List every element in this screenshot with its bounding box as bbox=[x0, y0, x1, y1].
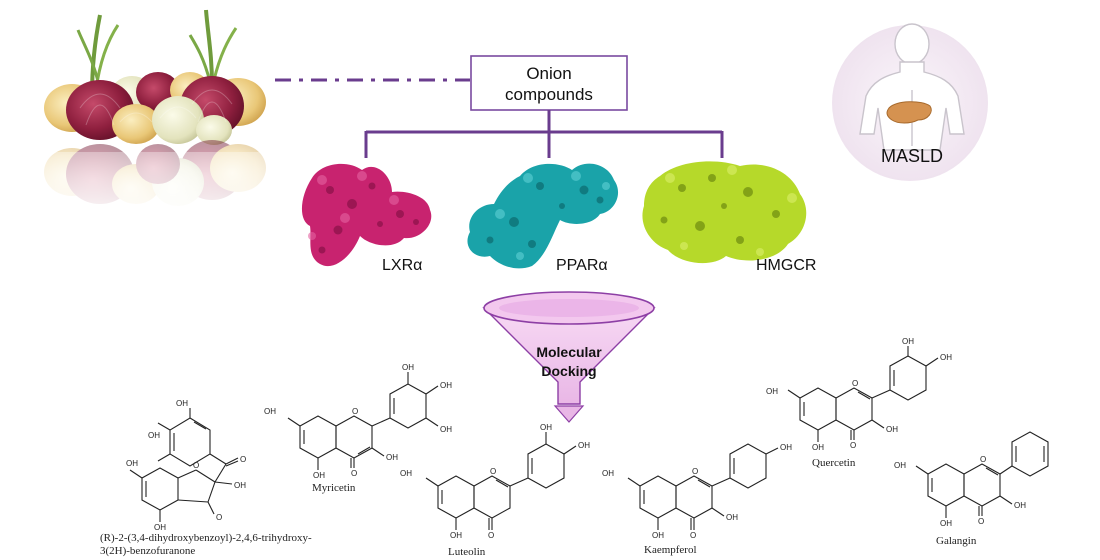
svg-text:OH: OH bbox=[780, 443, 792, 452]
svg-text:OH: OH bbox=[234, 481, 246, 490]
svg-text:OH: OH bbox=[902, 337, 914, 346]
svg-text:O: O bbox=[490, 467, 496, 476]
atom-labels: OH OH OH OH O O O OH OH OH O OH O OH OH … bbox=[126, 337, 1026, 540]
svg-text:OH: OH bbox=[540, 423, 552, 432]
svg-text:OH: OH bbox=[313, 471, 325, 480]
svg-text:OH: OH bbox=[176, 399, 188, 408]
ppar-alpha-protein: PPARα bbox=[467, 163, 619, 274]
svg-text:OH: OH bbox=[886, 425, 898, 434]
svg-text:OH: OH bbox=[940, 519, 952, 528]
quercetin-label: Quercetin bbox=[812, 457, 856, 469]
svg-text:OH: OH bbox=[400, 469, 412, 478]
benzofuranone-label-line2: 3(2H)-benzofuranone bbox=[100, 545, 195, 557]
svg-text:OH: OH bbox=[726, 513, 738, 522]
svg-text:OH: OH bbox=[386, 453, 398, 462]
svg-text:O: O bbox=[240, 455, 246, 464]
svg-text:OH: OH bbox=[402, 363, 414, 372]
svg-text:OH: OH bbox=[602, 469, 614, 478]
luteolin-label: Luteolin bbox=[448, 546, 486, 558]
down-arrow-icon bbox=[553, 405, 585, 423]
svg-text:OH: OH bbox=[126, 459, 138, 468]
svg-text:OH: OH bbox=[1014, 501, 1026, 510]
onions-illustration bbox=[40, 9, 280, 222]
svg-text:O: O bbox=[980, 455, 986, 464]
quercetin-structure bbox=[787, 346, 939, 442]
funnel-text-line2: Docking bbox=[541, 363, 596, 379]
benzofuranone-label-line1: (R)-2-(3,4-dihydroxybenzoyl)-2,4,6-trihy… bbox=[100, 532, 312, 544]
svg-text:OH: OH bbox=[154, 523, 166, 532]
svg-text:OH: OH bbox=[148, 431, 160, 440]
svg-text:OH: OH bbox=[450, 531, 462, 540]
svg-text:O: O bbox=[352, 407, 358, 416]
luteolin-structure bbox=[425, 432, 577, 530]
lxr-alpha-protein: LXRα bbox=[301, 163, 432, 274]
svg-text:OH: OH bbox=[578, 441, 590, 450]
protein-tree-connector bbox=[364, 110, 724, 158]
svg-text:O: O bbox=[692, 467, 698, 476]
galangin-label: Galangin bbox=[936, 535, 977, 547]
molecular-docking-funnel: Molecular Docking bbox=[482, 291, 656, 423]
funnel-text-line1: Molecular bbox=[536, 344, 602, 360]
ppar-alpha-label: PPARα bbox=[556, 257, 608, 274]
svg-text:OH: OH bbox=[766, 387, 778, 396]
svg-text:OH: OH bbox=[812, 443, 824, 452]
onion-compounds-line1: Onion bbox=[526, 64, 571, 83]
svg-text:O: O bbox=[690, 531, 696, 540]
svg-text:O: O bbox=[216, 513, 222, 522]
svg-text:O: O bbox=[193, 461, 199, 470]
hmgcr-label: HMGCR bbox=[756, 257, 816, 274]
masld-label: MASLD bbox=[881, 146, 943, 166]
svg-text:O: O bbox=[852, 379, 858, 388]
svg-text:OH: OH bbox=[940, 353, 952, 362]
hmgcr-protein: HMGCR bbox=[642, 161, 816, 274]
lxr-alpha-label: LXRα bbox=[382, 257, 422, 274]
svg-text:O: O bbox=[978, 517, 984, 526]
svg-text:OH: OH bbox=[440, 381, 452, 390]
kaempferol-structure bbox=[627, 443, 779, 530]
svg-text:O: O bbox=[850, 441, 856, 450]
svg-text:O: O bbox=[351, 469, 357, 478]
myricetin-structure bbox=[287, 372, 439, 470]
benzofuranone-structure bbox=[129, 408, 239, 522]
liver-icon bbox=[886, 101, 932, 124]
myricetin-label: Myricetin bbox=[312, 482, 356, 494]
onion-compounds-line2: compounds bbox=[505, 85, 593, 104]
svg-text:O: O bbox=[488, 531, 494, 540]
kaempferol-label: Kaempferol bbox=[644, 544, 697, 556]
onion-compounds-box: Onion compounds bbox=[470, 55, 628, 111]
svg-text:OH: OH bbox=[894, 461, 906, 470]
svg-text:OH: OH bbox=[652, 531, 664, 540]
masld-illustration: MASLD bbox=[832, 23, 988, 181]
svg-text:OH: OH bbox=[264, 407, 276, 416]
galangin-structure bbox=[915, 431, 1049, 518]
svg-text:OH: OH bbox=[440, 425, 452, 434]
